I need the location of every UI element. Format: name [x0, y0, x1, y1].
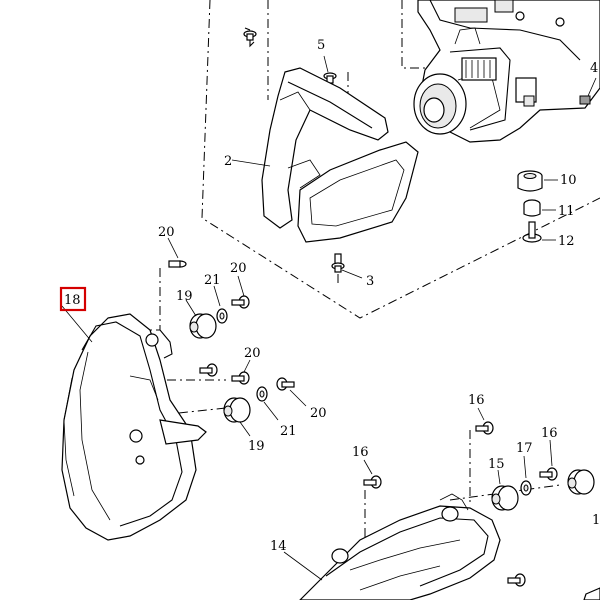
callout-21-b: 21: [280, 424, 297, 439]
lens-cover-2: [231, 67, 419, 243]
screw-16a: [475, 407, 494, 435]
screw-20b: [231, 275, 250, 309]
screw-5: [323, 55, 337, 84]
callout-19-a: 19: [176, 289, 193, 304]
grommet-1x: [567, 469, 595, 495]
headlight-housing-assembly: [413, 0, 600, 143]
callout-14: 14: [270, 539, 287, 554]
callout-2: 2: [224, 154, 232, 169]
screw-20c: [199, 363, 218, 377]
grommet-10: [517, 170, 558, 192]
screw-20e: [276, 377, 307, 407]
callout-15: 15: [488, 457, 505, 472]
highlight-box-18: [59, 286, 87, 312]
callout-20-c: 20: [244, 346, 261, 361]
callout-labels: 5 4 2 10 11 12 3 20 18 19 21 20 20 20 19…: [64, 38, 600, 554]
callout-20-b: 20: [230, 261, 247, 276]
washer-17: [520, 455, 532, 496]
callout-4: 4: [590, 61, 598, 76]
callout-10: 10: [560, 173, 577, 188]
washer-21a: [213, 285, 228, 324]
grommet-19a: [185, 299, 217, 339]
callout-11: 11: [558, 204, 575, 219]
headlight-assembly-18: [61, 305, 207, 541]
callout-5: 5: [317, 38, 325, 53]
callout-12: 12: [558, 234, 575, 249]
screw-3: [331, 253, 363, 279]
screw-16b: [363, 459, 382, 489]
callout-17: 17: [516, 441, 533, 456]
bolt-12: [522, 221, 556, 243]
screw-16c: [539, 439, 558, 481]
callout-18: 18: [64, 293, 81, 308]
callout-1x: 1: [592, 513, 600, 528]
callout-21-a: 21: [204, 273, 221, 288]
grommet-15: [491, 469, 519, 511]
callout-20-a: 20: [158, 225, 175, 240]
screw-top: [243, 27, 257, 48]
callout-3: 3: [366, 274, 374, 289]
washer-21b: [256, 386, 279, 421]
callout-16-b: 16: [352, 445, 369, 460]
callout-16-a: 16: [468, 393, 485, 408]
screw-20a: [167, 237, 187, 268]
grommet-19b: [223, 397, 251, 437]
callout-20-d: 20: [310, 406, 327, 421]
collar-11: [523, 199, 556, 217]
callout-19-b: 19: [248, 439, 265, 454]
bracket-14: [283, 493, 600, 600]
callout-16-c: 16: [541, 426, 558, 441]
assembly-boundary: [120, 0, 600, 545]
screw-20d: [231, 359, 251, 385]
